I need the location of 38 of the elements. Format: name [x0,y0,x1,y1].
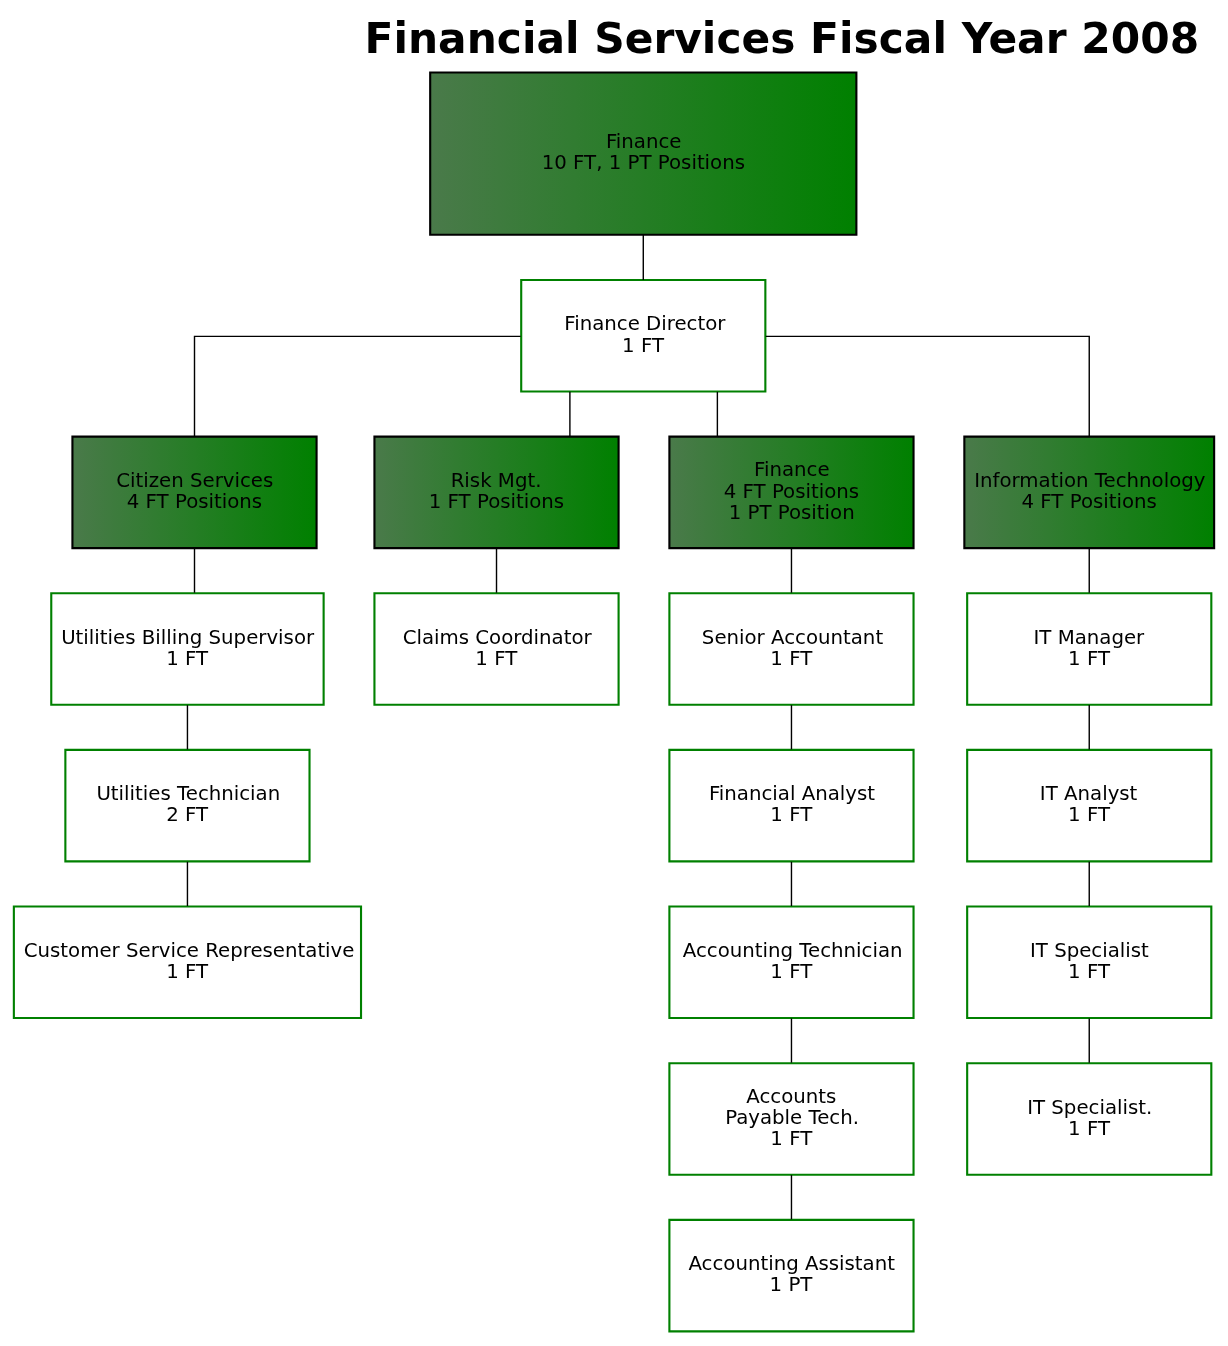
node-box: Customer Service Representative 1 FT [12,905,363,1020]
node-box: Finance Director 1 FT [520,278,767,393]
connector [193,547,196,594]
node-box: IT Specialist 1 FT [966,905,1213,1020]
connector [1088,704,1090,751]
node-box: IT Manager 1 FT [966,592,1213,706]
node-box: Finance 10 FT, 1 PT Positions [429,71,858,236]
connector [790,1017,793,1064]
node-box: IT Analyst 1 FT [966,748,1213,863]
node-box: Utilities Billing Supervisor 1 FT [50,592,325,706]
connector [790,547,793,594]
connector [790,1174,793,1221]
connector [716,391,719,437]
node-box: Finance 4 FT Positions 1 PT Position [668,435,915,550]
node-box: Utilities Technician 2 FT [64,748,311,863]
node-box: Senior Accountant 1 FT [668,592,915,706]
connector [642,234,644,281]
connector [1088,547,1090,594]
node-box: Accounting Assistant 1 PT [668,1218,915,1333]
node-box: Risk Mgt. 1 FT Positions [373,435,620,550]
connector [569,391,571,437]
diagram-title: Financial Services Fiscal Year 2008 [364,13,1200,63]
connector [790,861,793,907]
node-box: Citizen Services 4 FT Positions [71,435,318,550]
node-box: Information Technology 4 FT Positions [963,435,1216,550]
node-box: Accounts Payable Tech. 1 FT [668,1062,915,1176]
connector [186,861,189,907]
node-box: Accounting Technician 1 FT [668,905,915,1020]
node-box: IT Specialist. 1 FT [966,1062,1213,1176]
connector [1088,861,1090,907]
connector [790,704,793,751]
connector [186,704,189,751]
connector [193,335,522,438]
connector [1088,1017,1090,1064]
connector [495,547,498,594]
connector [765,335,1090,438]
node-box: Financial Analyst 1 FT [668,748,915,863]
node-box: Claims Coordinator 1 FT [373,592,620,706]
